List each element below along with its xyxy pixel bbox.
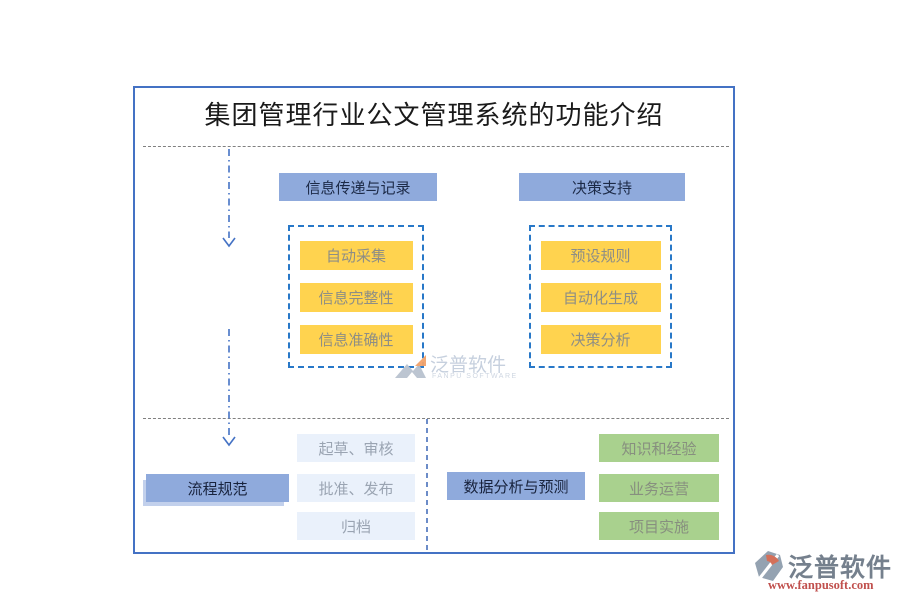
divider-top: [143, 146, 729, 147]
flow-arrow-1-head-icon: [222, 237, 236, 248]
item-approve-publish: 批准、发布: [297, 474, 415, 502]
header-decision-support: 决策支持: [519, 173, 685, 201]
item-decision-analysis: 决策分析: [540, 325, 661, 354]
item-info-accuracy: 信息准确性: [299, 325, 413, 354]
header-info-transfer: 信息传递与记录: [279, 173, 437, 201]
label-process-standard: 流程规范: [146, 474, 289, 502]
brand-name: 泛普软件: [788, 555, 893, 582]
item-info-integrity: 信息完整性: [299, 283, 413, 312]
item-business-operation: 业务运营: [599, 474, 719, 502]
brand-logo-icon: [755, 551, 783, 581]
divider-middle: [143, 418, 729, 419]
watermark: 泛普软件 FANPU SOFTWARE: [395, 350, 525, 392]
brand-logo: 泛普软件 www.fanpusoft.com: [750, 548, 895, 594]
watermark-name: 泛普软件: [430, 355, 507, 376]
item-archive: 归档: [297, 512, 415, 540]
flow-arrow-2-head-icon: [222, 436, 236, 447]
item-auto-collect: 自动采集: [299, 241, 413, 270]
brand-url: www.fanpusoft.com: [768, 578, 874, 592]
watermark-logo-icon: [395, 355, 426, 378]
diagram-panel: 集团管理行业公文管理系统的功能介绍 信息传递与记录 决策支持 自动采集 信息完整…: [133, 86, 735, 554]
page-title: 集团管理行业公文管理系统的功能介绍: [204, 101, 664, 130]
item-project-implementation: 项目实施: [599, 512, 719, 540]
decision-support-group: 预设规则 自动化生成 决策分析: [529, 225, 672, 368]
label-data-analysis: 数据分析与预测: [447, 472, 585, 500]
info-transfer-group: 自动采集 信息完整性 信息准确性: [288, 225, 424, 368]
item-preset-rules: 预设规则: [540, 241, 661, 270]
item-draft-review: 起草、审核: [297, 434, 415, 462]
item-auto-generation: 自动化生成: [540, 283, 661, 312]
watermark-subtitle: FANPU SOFTWARE: [432, 373, 518, 380]
item-knowledge-experience: 知识和经验: [599, 434, 719, 462]
